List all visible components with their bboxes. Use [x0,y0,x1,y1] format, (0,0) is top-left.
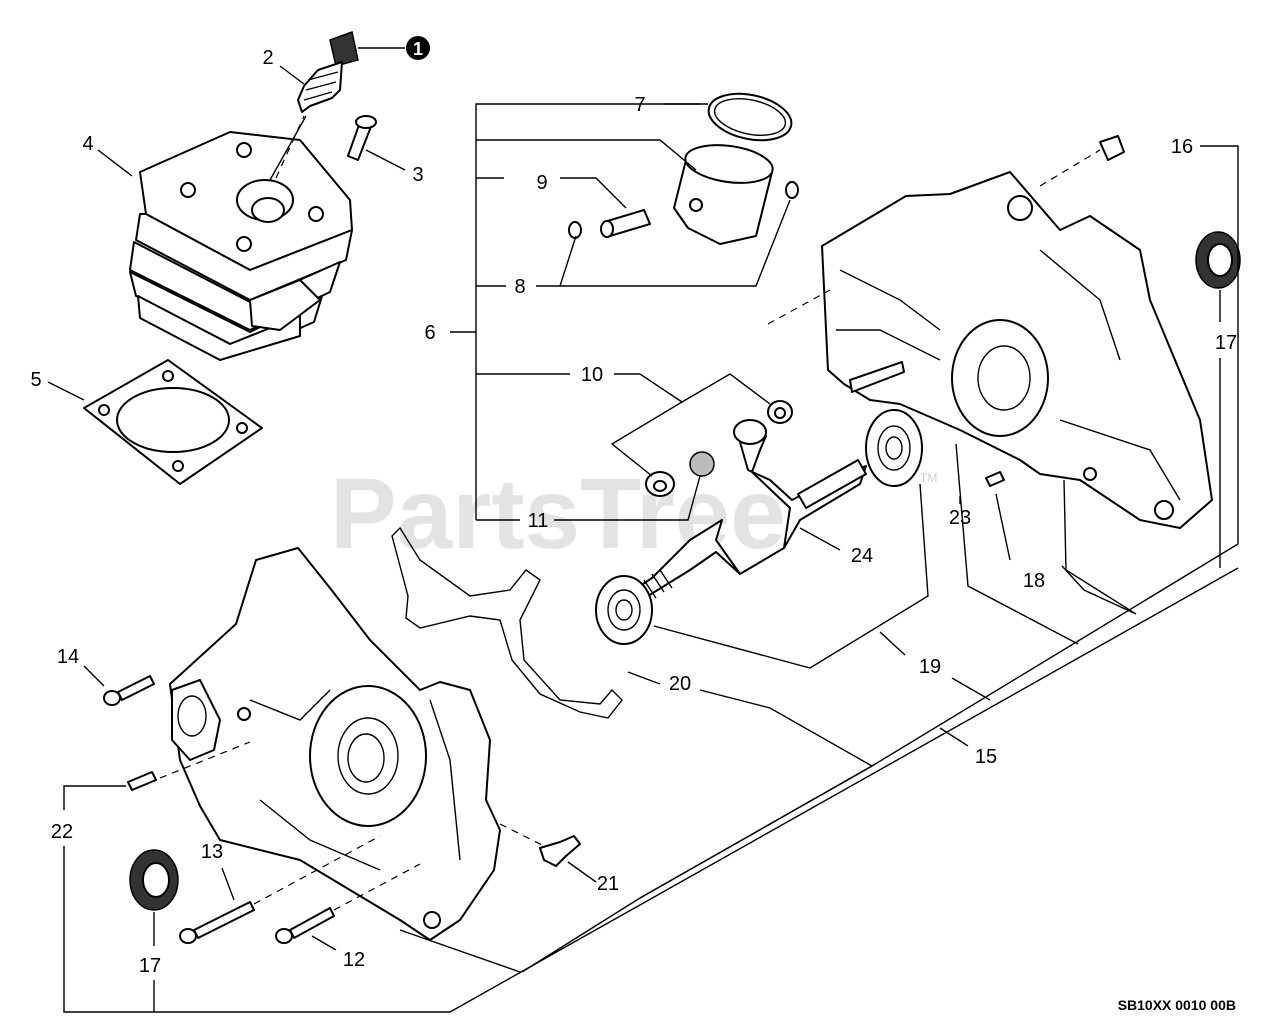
part-10-washer-b[interactable] [767,400,793,424]
callout-19[interactable]: 19 [919,656,941,678]
part-piston[interactable] [673,140,775,245]
part-17-seal-left[interactable] [129,849,179,911]
part-8-circlip-left[interactable] [568,221,582,239]
callout-5[interactable]: 5 [30,369,41,391]
callout-7[interactable]: 7 [634,94,645,116]
part-20-gasket[interactable] [391,526,623,719]
part-17-seal-right[interactable] [1195,231,1241,289]
part-11-needle-bearing[interactable] [689,451,715,477]
part-5-gasket[interactable] [83,359,263,485]
part-14-screw[interactable] [103,675,155,706]
callout-22[interactable]: 22 [51,821,73,843]
callout-4[interactable]: 4 [82,133,93,155]
part-8-circlip-right[interactable] [785,181,799,199]
callout-8[interactable]: 8 [514,276,525,298]
callout-9[interactable]: 9 [536,172,547,194]
callout-13[interactable]: 13 [201,841,223,863]
callout-16[interactable]: 16 [1171,136,1193,158]
callout-20[interactable]: 20 [669,673,691,695]
part-4-cylinder[interactable] [129,131,353,361]
callout-21[interactable]: 21 [597,873,619,895]
part-16-bushing[interactable] [1099,135,1125,161]
part-22-plug[interactable] [127,771,157,791]
part-7-piston-ring[interactable] [704,87,795,148]
callout-11[interactable]: 11 [528,510,549,532]
part-3-screw[interactable] [347,115,377,161]
callout-14[interactable]: 14 [57,646,79,668]
part-21-fitting[interactable] [539,835,581,867]
part-18-dowel-pin[interactable] [985,471,1005,487]
callout-10[interactable]: 10 [581,364,603,386]
callout-2[interactable]: 2 [262,47,273,69]
part-13-screw[interactable] [179,901,255,944]
callout-18[interactable]: 18 [1023,570,1045,592]
callout-15[interactable]: 15 [975,746,997,768]
part-crankcase-left[interactable] [169,547,501,941]
assembly-lines [159,115,1101,911]
callouts: 1 2 3 4 5 6 7 8 9 10 11 12 13 14 15 16 1… [30,36,1237,977]
part-12-screw[interactable] [275,907,335,944]
callout-3[interactable]: 3 [412,164,423,186]
leader-lines [47,47,1239,1013]
part-10-washer-a[interactable] [645,471,675,497]
callout-23[interactable]: 23 [949,507,971,529]
part-2-valve[interactable] [297,61,343,113]
part-crankcase-right[interactable] [821,171,1213,529]
part-1-plug[interactable] [329,31,359,67]
callout-6[interactable]: 6 [424,322,435,344]
callout-1[interactable]: 1 [413,39,423,59]
callout-1-marker [406,36,430,60]
part-24-crankshaft[interactable] [639,419,867,599]
watermark-tm: TM [920,471,937,485]
drawing-code: SB10XX 0010 00B [1118,997,1236,1013]
callout-12[interactable]: 12 [343,949,365,971]
part-19-bearing-left[interactable] [595,575,653,645]
part-9-piston-pin[interactable] [600,209,651,238]
callout-17-left[interactable]: 17 [139,955,161,977]
callout-24[interactable]: 24 [851,545,873,567]
callout-17-right[interactable]: 17 [1215,332,1237,354]
part-19-bearing-right[interactable] [865,409,923,487]
